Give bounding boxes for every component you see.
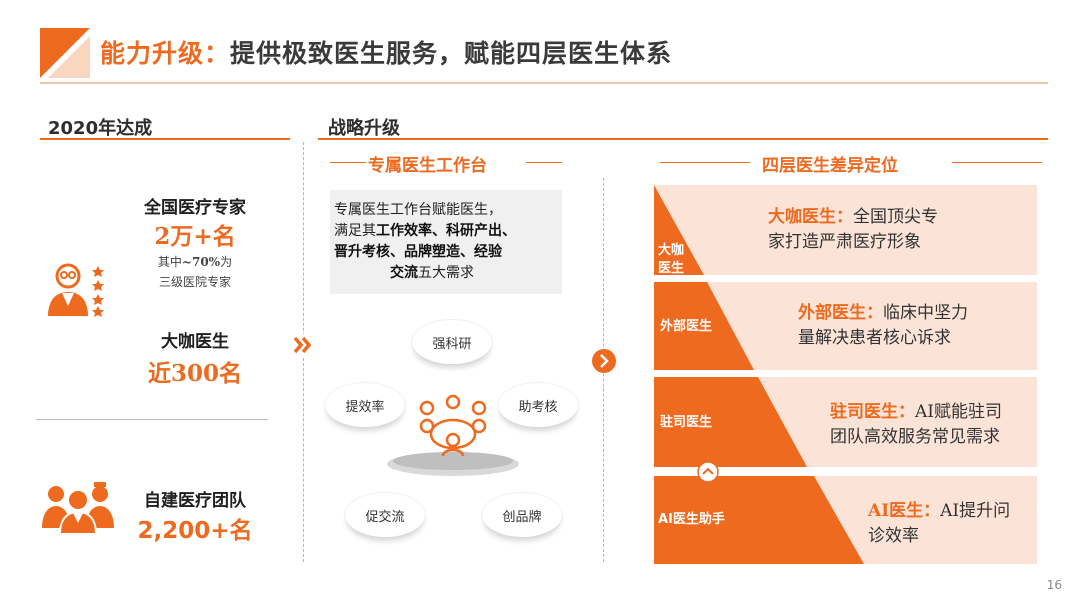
tier-label-external: 外部医生 bbox=[660, 319, 713, 334]
experts-value: 2万+名 bbox=[154, 223, 236, 250]
team-value: 2,200+名 bbox=[137, 518, 253, 544]
tier-desc-top-2: 家打造严肃医疗形象 bbox=[768, 232, 921, 252]
top-doctors-value: 近300名 bbox=[147, 360, 242, 387]
experts-note-line2: 三级医院专家 bbox=[158, 275, 231, 289]
bubble-exchange: 促交流 bbox=[345, 493, 425, 537]
desc-line-2-pre: 满足其 bbox=[334, 223, 376, 239]
desc-line-4-bold: 交流 bbox=[390, 265, 418, 281]
tier-label-top-2: 医生 bbox=[658, 261, 685, 276]
desc-line-3: 晋升考核、品牌塑造、经验 bbox=[334, 242, 560, 263]
double-chevron-right-icon bbox=[290, 334, 316, 356]
doctor-expert-icon bbox=[48, 263, 104, 317]
desc-line-2: 满足其工作效率、科研产出、 bbox=[334, 221, 560, 242]
bubble-research: 强科研 bbox=[412, 320, 492, 364]
tier-name-ai: AI医生： bbox=[868, 501, 941, 521]
tier-label-ai: AI医生助手 bbox=[658, 512, 725, 527]
tier-desc-external-2: 量解决患者核心诉求 bbox=[798, 328, 951, 348]
workbench-description-box bbox=[330, 190, 562, 294]
meeting-table-icon bbox=[387, 394, 519, 476]
desc-line-4: 交流五大需求 bbox=[334, 263, 560, 284]
tier-label-resident: 驻司医生 bbox=[660, 415, 713, 430]
tier-text-ai-line1: AI医生：AI提升问 bbox=[868, 499, 1033, 524]
experts-note: 其中~70%为 三级医院专家 bbox=[120, 252, 270, 292]
tier-desc-top-1: 全国顶尖专 bbox=[853, 207, 938, 227]
experts-note-bold: ~70% bbox=[181, 255, 221, 269]
tier-name-external: 外部医生： bbox=[798, 303, 883, 323]
bubble-brand: 创品牌 bbox=[482, 493, 562, 537]
tier-label-top: 大咖 医生 bbox=[658, 242, 684, 278]
page-number: 16 bbox=[1046, 578, 1062, 592]
desc-line-3-bold: 晋升考核、品牌塑造、经验 bbox=[334, 244, 502, 260]
tier-name-top: 大咖医生： bbox=[768, 207, 853, 227]
page-title-highlight: 能力升级： bbox=[100, 39, 231, 68]
tier-name-resident: 驻司医生： bbox=[830, 402, 915, 422]
left-divider bbox=[36, 419, 268, 420]
tier-desc-resident-1: AI赋能驻司 bbox=[915, 402, 1002, 422]
page-title: 能力升级：提供极致医生服务，赋能四层医生体系 bbox=[100, 34, 672, 70]
page-title-rest: 提供极致医生服务，赋能四层医生体系 bbox=[230, 39, 673, 68]
medical-team-icon bbox=[42, 482, 114, 534]
tier-text-external-line1: 外部医生：临床中坚力 bbox=[798, 301, 1033, 326]
top-doctors-label: 大咖医生 bbox=[161, 332, 229, 352]
tier-text-resident-line1: 驻司医生：AI赋能驻司 bbox=[830, 400, 1035, 425]
experts-note-post: 为 bbox=[220, 255, 233, 269]
tiers-title: 四层医生差异定位 bbox=[762, 156, 898, 176]
tier-text-resident: 驻司医生：AI赋能驻司 团队高效服务常见需求 bbox=[830, 400, 1035, 450]
strategy-heading: 战略升级 bbox=[328, 118, 400, 139]
desc-line-2-bold: 工作效率、科研产出、 bbox=[376, 223, 516, 239]
tier-text-external: 外部医生：临床中坚力 量解决患者核心诉求 bbox=[798, 301, 1033, 351]
title-divider bbox=[40, 82, 1048, 84]
workbench-title-rule-right bbox=[526, 162, 562, 163]
experts-note-pre: 其中 bbox=[157, 255, 182, 269]
tier-text-ai: AI医生：AI提升问 诊效率 bbox=[868, 499, 1033, 549]
title-corner-decoration bbox=[40, 28, 90, 78]
tier-desc-resident-2: 团队高效服务常见需求 bbox=[830, 427, 1000, 447]
bubble-efficiency: 提效率 bbox=[325, 383, 405, 427]
tier-desc-ai-1: AI提升问 bbox=[940, 501, 1011, 521]
strategy-heading-rule bbox=[318, 138, 1048, 140]
tier-desc-ai-2: 诊效率 bbox=[868, 526, 919, 546]
tiers-title-rule-left bbox=[660, 162, 750, 163]
achievements-heading-rule bbox=[40, 138, 290, 140]
tier-pyramid bbox=[654, 185, 864, 564]
workbench-description: 专属医生工作台赋能医生， 满足其工作效率、科研产出、 晋升考核、品牌塑造、经验 … bbox=[334, 200, 560, 284]
achievements-heading: 2020年达成 bbox=[48, 118, 153, 139]
workbench-title-rule-left bbox=[330, 162, 366, 163]
team-label: 自建医疗团队 bbox=[144, 491, 246, 511]
bubble-assessment: 助考核 bbox=[498, 383, 578, 427]
chevron-up-icon bbox=[697, 461, 719, 483]
desc-line-4-post: 五大需求 bbox=[418, 265, 474, 281]
tier-desc-external-1: 临床中坚力 bbox=[883, 303, 968, 323]
desc-line-1: 专属医生工作台赋能医生， bbox=[334, 202, 502, 218]
tier-text-top: 大咖医生：全国顶尖专 家打造严肃医疗形象 bbox=[768, 205, 1028, 255]
experts-label: 全国医疗专家 bbox=[144, 198, 246, 218]
workbench-title: 专属医生工作台 bbox=[368, 156, 487, 176]
tier-panel-top bbox=[654, 185, 1037, 275]
tiers-title-rule-right bbox=[952, 162, 1042, 163]
chevron-right-circle-icon bbox=[592, 349, 616, 373]
tier-text-top-line1: 大咖医生：全国顶尖专 bbox=[768, 205, 1028, 230]
tier-label-top-1: 大咖 bbox=[658, 243, 685, 258]
